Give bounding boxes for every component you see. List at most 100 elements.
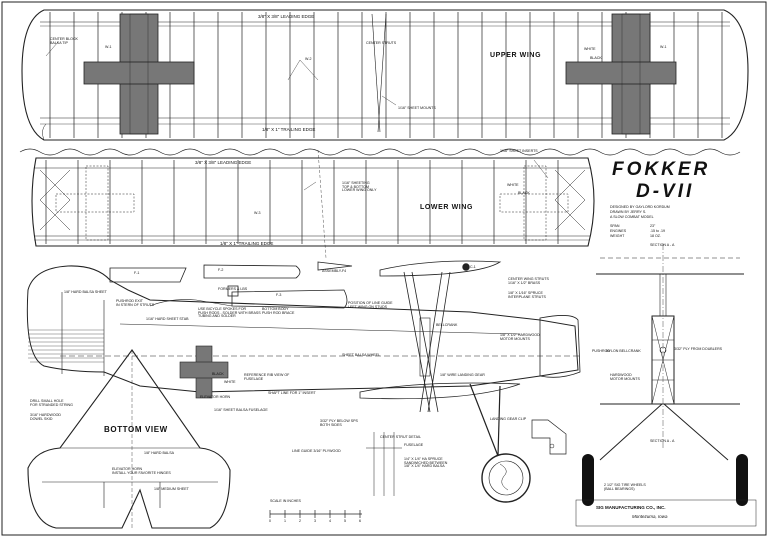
spec-engines-label: ENGINES [610,229,627,233]
center-strut-spruce-label: 1/4" X 1/4" HA SPRUCE SANDWICHED BETWEEN… [404,457,448,469]
upper-wing-mounts-label: 1/16" SHEET MOUNTS [398,106,436,110]
section-right-wheel [736,454,748,506]
scale-bar [269,510,362,518]
shaft-line-label: SHAFT LINE FOR 1" INSERT [268,391,316,395]
scale-tick-label: 2 [299,519,301,523]
scale-tick-label: 0 [269,519,271,523]
sheet-balsa-fuselage-label: 1/16" SHEET BALSA FUSELAGE [214,408,268,412]
lower-wing-sheet-inserts-label: 1/16" SHEET INSERTS [500,149,538,153]
spruce-struts-label: 1/8" X 1/16" SPRUCE INTERPLANE STRUTS [508,291,546,299]
line-guide-label: LINE GUIDE 3/16" PLYWOOD [292,449,341,453]
ply-below-label: 3/32" PLY BELOW SPS BOTH SIDES [320,419,358,427]
lower-wing-left-cross [55,165,135,241]
lower-wing-callouts [303,149,549,259]
bottom-view-hard-balsa-label: 1/8" HARD BALSA [144,451,175,455]
company-name: SIG MANUFACTURING CO., INC. [596,505,666,510]
upper-wing-left-cross [83,13,195,135]
scale-tick-label: 5 [344,519,346,523]
part-f2-label: F-2 [218,268,224,272]
fuselage-white-label: WHITE [224,380,236,384]
pushrod-brace-label: BOTTOM BODY PUSH ROD BRACE [262,307,295,315]
spec-span-label: SPAN [610,224,620,228]
lower-wing-white-label: WHITE [507,183,519,187]
lower-wing-sheeting-label: 1/16" SHEETING TOP & BOTTOM LOWER WING O… [342,181,377,193]
section-wheels-label: 2 1/2" SIG TIRE WHEELS (BALL BEARINGS) [604,483,646,491]
spec-weight-label: WEIGHT [610,234,625,238]
divider-wave-1 [19,148,741,156]
lower-wing-rib-w3: W-3 [254,211,261,215]
lower-wing-title: LOWER WING [420,204,474,211]
designer-line3: A SLOW COMBAT MODEL [610,215,654,219]
upper-wing-rib-w1-right: W-1 [660,45,667,49]
upper-wing-right-cross [565,13,677,135]
bellcrank-label: BELLCRANK [436,323,458,327]
scale-tick-label: 4 [329,519,331,523]
upper-wing-rib-w1-left: W-1 [105,45,112,49]
landing-gear-clip-label: LANDING GEAR CLIP [490,417,527,421]
fuselage-side-view [26,260,581,503]
section-view-drawing [596,244,744,461]
lower-wing-drawing [31,157,595,247]
bottom-view-title: BOTTOM VIEW [104,425,168,434]
landing-gear-wire-label: 1/8" WIRE LANDING GEAR [440,373,485,377]
pushrod-exit-label: PUSHROD EXIT IN STERN OF STRUTS [116,299,155,307]
bottom-view-medium-sheet-label: 1/8" MEDIUM SHEET [154,487,189,491]
designer-line2: DRAWN BY JERRY S. [610,210,647,214]
section-pushrod-label: PUSHROD [592,349,610,353]
assembly-label: ASSEMBLY-F4 [322,269,347,273]
upper-wing-trailing-edge-label: 1/8" X 1" TRAILING EDGE [262,127,316,132]
loose-parts [109,261,353,309]
dowel-skid-label: 3/16" HARDWOOD DOWEL SKID [30,413,62,421]
designer-line1: DESIGNED BY GAYLORD KORDUM [610,205,670,209]
bottom-view-drawing [27,349,231,529]
scale-tick-label: 3 [314,519,316,523]
upper-wing-black-label: BLACK [590,56,602,60]
company-box [575,499,757,527]
scale-tick-label: 6 [359,519,361,523]
hard-sheet-stab-label: 1/16" HARD SHEET STAB [146,317,189,321]
wheel-note-label: SHEET BALSA WHEEL [342,353,381,357]
cowl-label: C-1 [470,265,476,269]
reference-rib-label: REFERENCE RIB VIEW OF FUSELAGE [244,373,290,381]
section-top-label: SECTION A - A [650,243,675,247]
spec-engines-value: .15 to .19 [650,229,665,233]
drill-hole-label: DRILL SMALL HOLE FOR STRANDED STRING [30,399,73,407]
upper-wing-white-label: WHITE [584,47,596,51]
scale-label: SCALE IN INCHES [270,499,301,503]
fuselage-cross [179,345,229,399]
upper-wing-leading-edge-label: 3/8" X 3/8" LEADING EDGE [258,14,315,19]
section-bottom-label: SECTION A - A [650,439,675,443]
plan-title-line1: FOKKER [612,159,711,180]
upper-wing-rib-w2: W-2 [305,57,312,61]
section-ply-former-label: 3/32" PLY FROM DOUBLERS [674,347,723,351]
scale-tick-label: 1 [284,519,286,523]
center-strut-fuselage-label: FUSELAGE [404,443,424,447]
part-f3-label: F-3 [276,293,282,297]
section-mounts-label: HARDWOOD MOTOR MOUNTS [610,373,640,381]
lower-wing-black-label: BLACK [518,191,530,195]
fuselage-black-label: BLACK [212,372,224,376]
center-strut-detail-title: CENTER STRUT DETAIL [380,435,421,439]
upper-wing-center-struts-label: CENTER STRUTS [366,41,397,45]
center-wing-struts-label: CENTER WING STRUTS 1/16" X 1/2" BRASS [508,277,549,285]
strut-position-label: POSITION OF LINE GUIDE LEFT WING ON STUD… [348,301,393,309]
upper-wing-title: UPPER WING [490,52,542,59]
motor-mounts-label: 1/8" X 1/2" HARDWOOD MOTOR MOUNTS [500,333,540,341]
company-city: Montezuma, Iowa [632,514,668,519]
upper-wing-tip-label: CENTER BLOCK BALSA TIP [50,37,78,45]
lower-wing-right-cross [499,165,569,241]
elevator-horn-side-label: ELEVATOR HORN [200,395,231,399]
section-left-wheel [582,454,594,506]
spec-weight-value: 18 OZ. [650,234,661,238]
hard-balsa-sheet-label: 1/8" HARD BALSA SHEET [64,290,107,294]
section-nylon-label: NYLON BELLCRANK [606,349,641,353]
leadouts-label: USE BICYCLE SPOKES FOR PUSH RODS - SOLDE… [198,307,261,319]
formers-label: FORMERS & LBS [218,287,248,291]
lower-wing-leading-edge-label: 3/8" X 3/8" LEADING EDGE [195,160,252,165]
lower-wing-trailing-edge-label: 1/8" X 1" TRAILING EDGE [220,241,274,246]
bottom-view-elevator-label: ELEVATOR HORN INSTALL YOUR FAVORITE HING… [112,467,171,475]
upper-wing-callouts [45,41,397,106]
plan-title-line2: D-VII [636,181,695,202]
